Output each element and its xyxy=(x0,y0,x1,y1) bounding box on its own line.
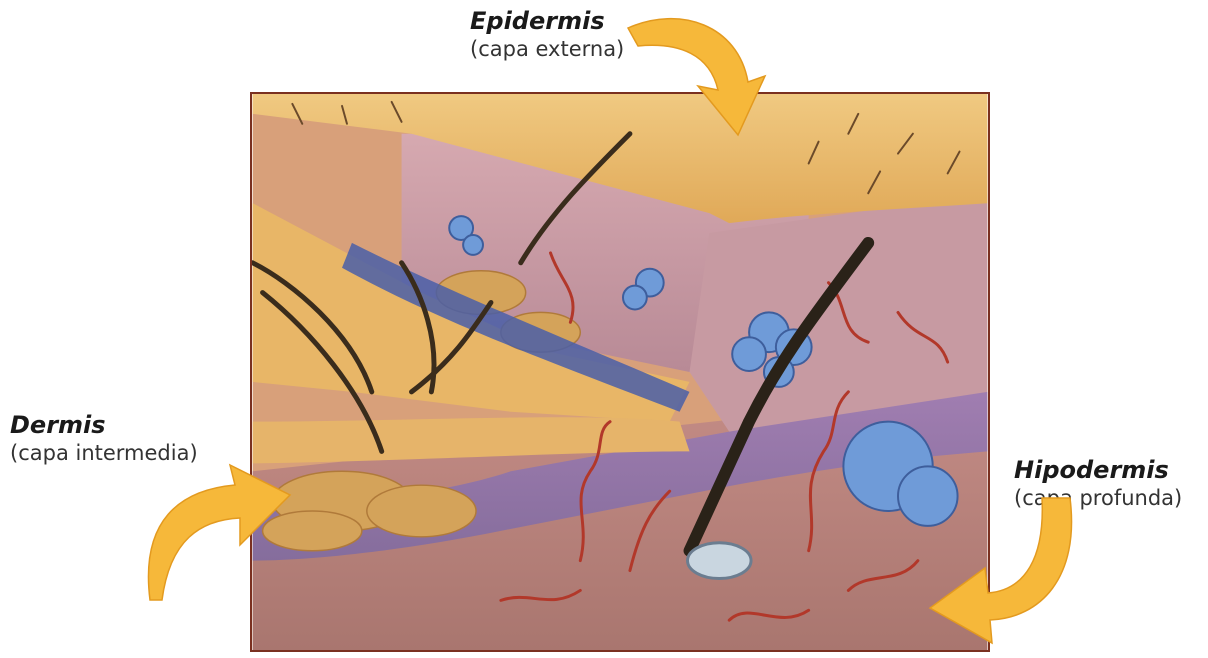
arrow-dermis xyxy=(140,440,290,600)
label-epidermis: Epidermis (capa externa) xyxy=(470,6,624,62)
arrow-hipodermis xyxy=(930,498,1070,658)
skin-illustration-frame xyxy=(250,92,990,652)
skin-cross-section-illustration xyxy=(252,94,988,650)
arrow-epidermis xyxy=(620,0,770,150)
dermis-title: Dermis xyxy=(10,410,198,440)
hipodermis-title: Hipodermis xyxy=(1014,455,1182,485)
hair-bulb xyxy=(688,543,752,579)
epidermis-title: Epidermis xyxy=(470,6,624,36)
epidermis-subtitle: (capa externa) xyxy=(470,36,624,62)
